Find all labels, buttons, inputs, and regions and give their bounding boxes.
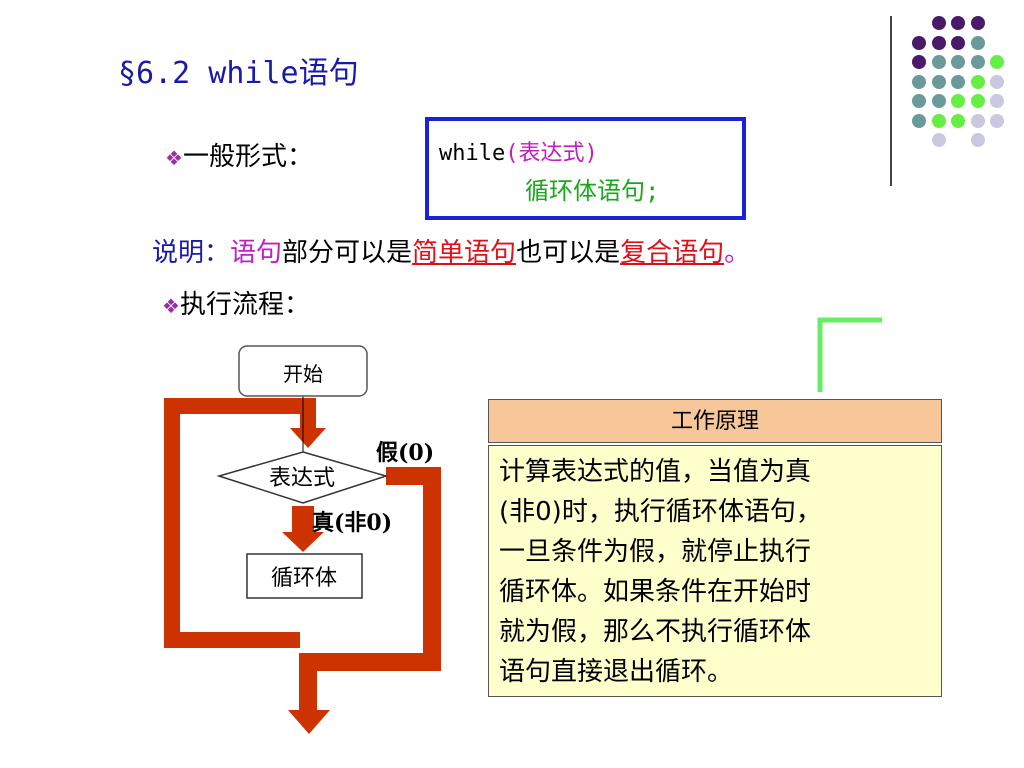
code-line-while: while(表达式) <box>439 135 598 167</box>
explanation-text-1: 部分可以是 <box>282 238 413 268</box>
decorative-dot <box>951 74 965 89</box>
false-exit-arrowhead <box>288 710 330 734</box>
explanation-simple-statement: 简单语句 <box>412 238 517 268</box>
decorative-dot <box>931 133 946 147</box>
decorative-dot <box>970 74 985 89</box>
decorative-dot <box>990 94 1004 108</box>
decorative-dot <box>970 55 985 69</box>
general-form-label: ❖一般形式： <box>165 136 313 173</box>
decorative-dot <box>951 55 965 69</box>
flow-process-text: 执行流程： <box>179 290 310 320</box>
decorative-dot <box>912 113 926 128</box>
decorative-dot <box>951 35 965 50</box>
principle-line: (非0)时，执行循环体语句， <box>499 497 822 527</box>
decorative-dot <box>931 113 946 128</box>
diamond-bullet-icon: ❖ <box>162 294 180 318</box>
explanation-text-2: 也可以是 <box>516 238 621 268</box>
decorative-dot <box>990 55 1004 69</box>
decorative-dot <box>912 35 926 50</box>
explanation-prefix: 说明： <box>152 238 231 268</box>
decorative-dot <box>970 133 985 147</box>
decorative-dot <box>970 16 985 30</box>
flow-condition-diamond <box>216 451 389 504</box>
principle-line: 就为假，那么不执行循环体 <box>499 617 812 647</box>
principle-line: 循环体。如果条件在开始时 <box>499 577 812 607</box>
decorative-dot <box>990 113 1004 128</box>
decorative-dot <box>931 94 946 108</box>
true-branch-label: 真(非0) <box>312 510 392 536</box>
decorative-dot <box>970 113 985 128</box>
code-box: while(表达式) 循环体语句; <box>425 117 746 220</box>
decorative-dot <box>912 94 926 108</box>
code-condition: (表达式) <box>505 141 598 166</box>
loop-back-path <box>164 398 316 648</box>
flow-condition-text: 表达式 <box>269 466 335 491</box>
decorative-dot <box>990 74 1004 89</box>
flow-body-box <box>246 553 363 599</box>
decorative-dot <box>951 113 965 128</box>
flow-process-label: ❖执行流程： <box>162 284 310 321</box>
explanation-compound-statement: 复合语句 <box>620 238 725 268</box>
decorative-dot <box>931 35 946 50</box>
diamond-bullet-icon: ❖ <box>165 146 183 170</box>
explanation-line: 说明：语句部分可以是简单语句也可以是复合语句。 <box>152 232 750 269</box>
principle-line: 一旦条件为假，就停止执行 <box>499 537 812 567</box>
page-title: §6.2 while语句 <box>118 56 359 91</box>
decorative-dot <box>951 16 965 30</box>
decorative-dot <box>951 94 965 108</box>
false-exit-path <box>299 467 441 712</box>
true-branch-arrowhead <box>282 532 324 552</box>
code-line-body: 循环体语句; <box>525 177 660 205</box>
decorative-dot <box>912 74 926 89</box>
principle-body: 计算表达式的值，当值为真 (非0)时，执行循环体语句， 一旦条件为假，就停止执行… <box>488 445 942 697</box>
decorative-dot <box>970 35 985 50</box>
explanation-statement: 语句 <box>230 238 283 268</box>
decorative-dot <box>970 94 985 108</box>
principle-line: 语句直接退出循环。 <box>499 657 734 687</box>
false-branch-label: 假(0) <box>376 440 434 466</box>
principle-line: 计算表达式的值，当值为真 <box>499 457 812 487</box>
general-form-text: 一般形式： <box>182 142 313 172</box>
loop-back-arrowhead <box>290 428 326 448</box>
code-keyword: while <box>439 141 506 166</box>
flow-start-box <box>238 345 368 397</box>
principle-heading: 工作原理 <box>488 399 942 443</box>
decorative-dot <box>931 16 946 30</box>
flow-body-text: 循环体 <box>271 566 337 591</box>
flow-start-text: 开始 <box>283 362 323 386</box>
decorative-green-corner <box>817 317 882 392</box>
decorative-dot <box>912 55 926 69</box>
decorative-divider-line <box>890 16 892 186</box>
decorative-dot <box>931 55 946 69</box>
explanation-end: 。 <box>724 238 751 268</box>
true-branch-arrow-shaft <box>292 506 314 534</box>
decorative-dot <box>931 74 946 89</box>
